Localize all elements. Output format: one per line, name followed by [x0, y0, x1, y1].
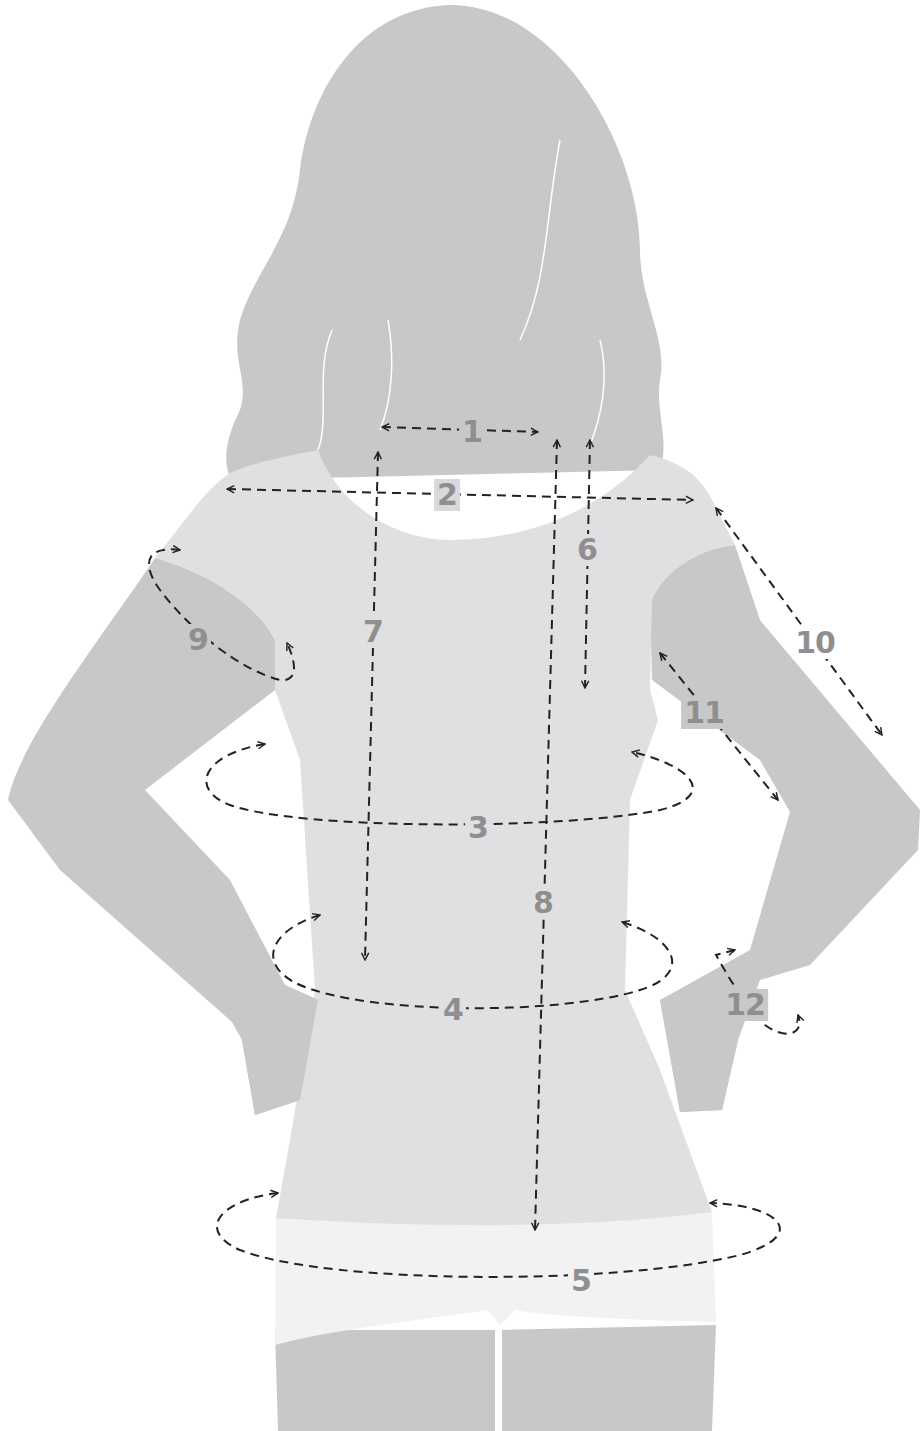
- callout-number: 11: [681, 697, 727, 729]
- measure-lines: [149, 427, 882, 1277]
- callout-number: 1: [459, 416, 485, 448]
- measure-line: [365, 452, 378, 960]
- shorts: [275, 1212, 716, 1345]
- measure-loop: [149, 549, 294, 680]
- callout-number: 12: [722, 989, 768, 1021]
- hair: [226, 5, 663, 480]
- callout-number: 3: [465, 812, 491, 844]
- callout-number: 2: [434, 479, 460, 511]
- arm: [650, 545, 920, 1112]
- leg: [275, 1330, 495, 1431]
- callout-number: 7: [360, 616, 386, 648]
- arm: [8, 558, 318, 1115]
- callout-number: 5: [568, 1265, 594, 1297]
- callout-number: 6: [574, 534, 600, 566]
- shirt: [155, 450, 735, 1225]
- measure-line: [535, 440, 557, 1230]
- measure-line: [227, 489, 693, 500]
- callout-number: 9: [185, 624, 211, 656]
- leg: [502, 1325, 716, 1431]
- measure-loop: [716, 950, 799, 1034]
- measure-loop: [206, 744, 693, 824]
- callout-number: 4: [440, 994, 466, 1026]
- measure-line: [660, 653, 778, 800]
- callout-number: 8: [530, 887, 556, 919]
- hand: [242, 985, 318, 1115]
- hair-strand: [318, 140, 604, 450]
- callout-number: 10: [792, 627, 838, 659]
- measure-loop: [273, 915, 672, 1008]
- measure-loop: [217, 1193, 780, 1277]
- measure-line: [716, 508, 882, 735]
